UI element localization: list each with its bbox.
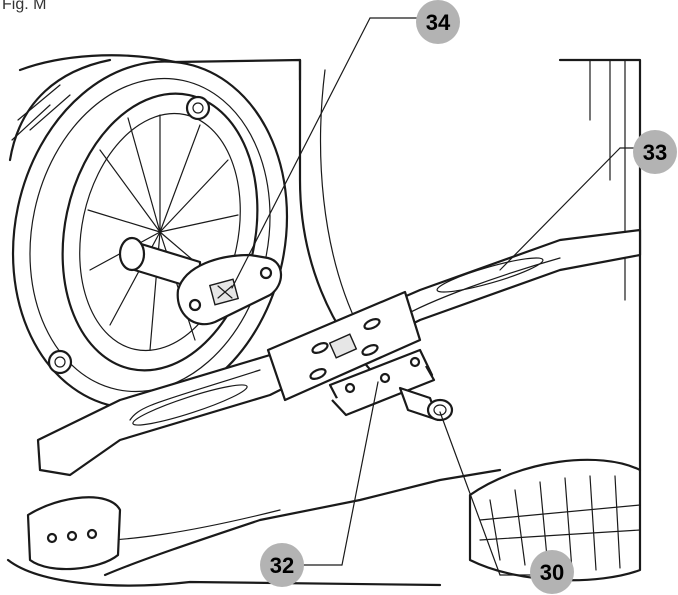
callout-32: 32 bbox=[260, 543, 304, 587]
callout-34-label: 34 bbox=[426, 10, 451, 35]
wheel-bolt-top bbox=[185, 95, 211, 121]
drive-wheel bbox=[11, 60, 289, 410]
front-foot bbox=[26, 496, 122, 571]
wheel-bolt-bottom bbox=[47, 349, 73, 375]
mower-housing bbox=[6, 54, 642, 587]
item-30-bolt bbox=[398, 386, 454, 422]
item-32-clamp-plate bbox=[328, 348, 436, 417]
callout-33: 33 bbox=[633, 130, 677, 174]
figure-label: Fig. M bbox=[2, 0, 47, 13]
callout-30: 30 bbox=[530, 550, 574, 594]
callout-33-label: 33 bbox=[643, 140, 667, 165]
leader-lines bbox=[231, 17, 641, 576]
callout-32-label: 32 bbox=[270, 553, 294, 578]
item-34-coupling-plate bbox=[176, 253, 283, 326]
blade-hub-plate bbox=[266, 290, 422, 402]
callout-34: 34 bbox=[416, 0, 460, 44]
callout-30-label: 30 bbox=[540, 560, 564, 585]
